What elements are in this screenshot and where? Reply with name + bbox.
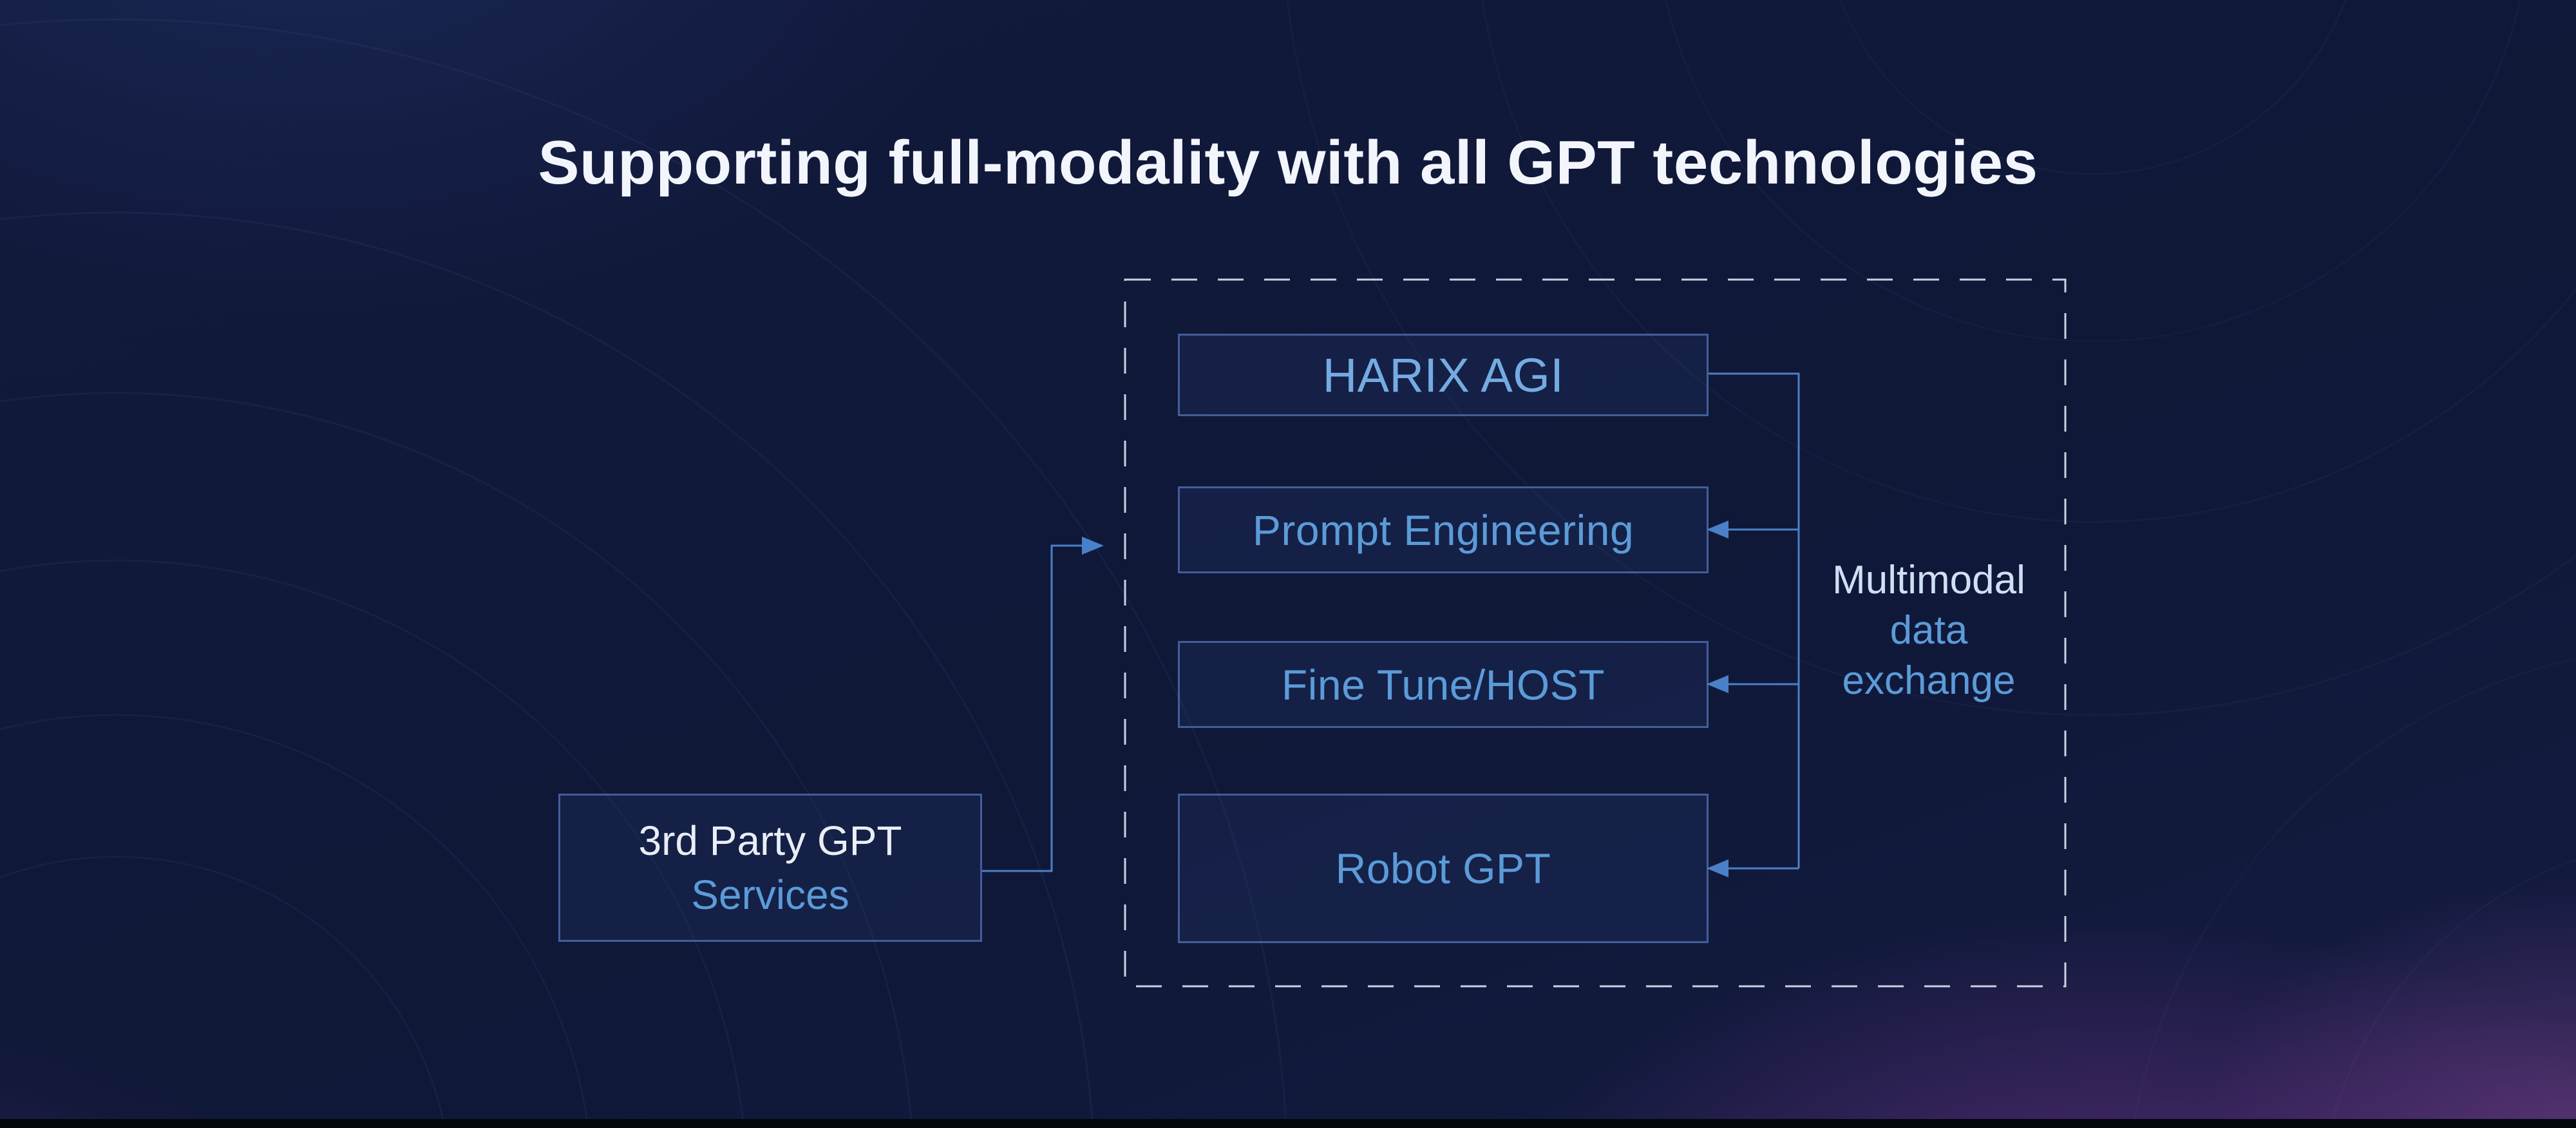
node-prompt-engineering: Prompt Engineering <box>1178 486 1709 573</box>
arrow-left-icon <box>1707 859 1728 877</box>
external-connector <box>982 544 1090 872</box>
side-label-line: Multimodal <box>1832 558 2025 602</box>
external-box-line: Services <box>691 872 849 918</box>
bottom-edge-strip <box>0 1119 2576 1128</box>
multimodal-connector <box>1709 372 1800 870</box>
node-fine-tune-host: Fine Tune/HOST <box>1178 641 1709 728</box>
node-label: HARIX AGI <box>1322 348 1564 402</box>
node-label: Fine Tune/HOST <box>1281 660 1605 709</box>
node-label: Prompt Engineering <box>1252 506 1634 554</box>
dashed-group-border <box>1124 278 2067 988</box>
node-robot-gpt: Robot GPT <box>1178 794 1709 943</box>
arrow-left-icon <box>1707 675 1728 693</box>
node-3rd-party-gpt-services: 3rd Party GPT Services <box>558 794 982 942</box>
arrow-right-icon <box>1082 537 1104 555</box>
side-label-line: data <box>1889 608 1968 653</box>
multimodal-data-exchange-label: Multimodal data exchange <box>1803 555 2054 706</box>
connector-arrowheads <box>1707 521 1728 877</box>
arrow-left-icon <box>1707 521 1728 539</box>
node-harix-agi: HARIX AGI <box>1178 334 1709 416</box>
node-label: Robot GPT <box>1335 845 1551 892</box>
side-label-line: exchange <box>1842 658 2016 703</box>
slide-title: Supporting full-modality with all GPT te… <box>538 128 2038 197</box>
external-box-line: 3rd Party GPT <box>638 817 902 864</box>
